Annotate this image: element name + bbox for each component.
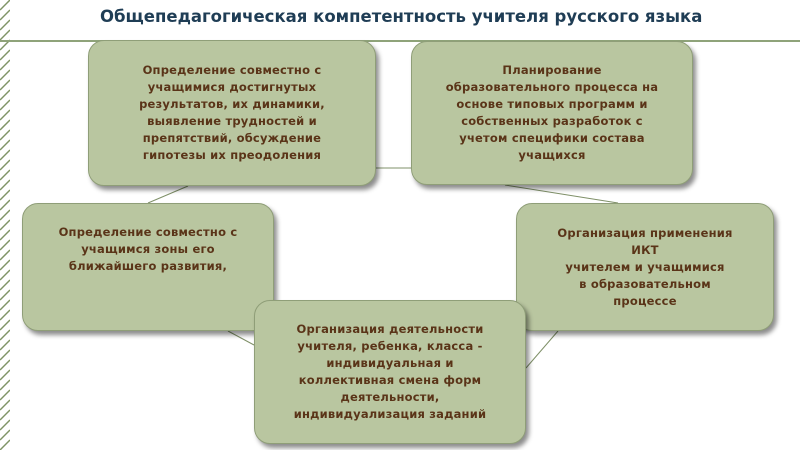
competence-box-ict: Организация применения ИКТ учителем и уч… [516,203,774,331]
competence-box-zone: Определение совместно с учащимся зоны ег… [22,203,274,331]
competence-box-results: Определение совместно с учащимися достиг… [88,40,376,186]
box-text: Организация применения ИКТ учителем и уч… [557,225,733,308]
box-text: Организация деятельности учителя, ребенк… [293,322,487,421]
box-text: Планирование образовательного процесса н… [445,63,659,162]
box-text: Определение совместно с учащимися достиг… [139,63,325,162]
page-title: Общепедагогическая компетентность учител… [100,7,703,26]
competence-box-planning: Планирование образовательного процесса н… [411,41,693,185]
connector-b1-b3 [147,185,189,204]
box-text: Определение совместно с учащимся зоны ег… [58,224,238,273]
decorative-stripes [0,0,10,450]
competence-box-activity: Организация деятельности учителя, ребенк… [254,300,526,444]
connector-b4-b5 [525,330,559,369]
connector-b3-b5 [227,330,255,346]
connector-b2-b4 [504,184,619,204]
title-underline [0,40,800,42]
